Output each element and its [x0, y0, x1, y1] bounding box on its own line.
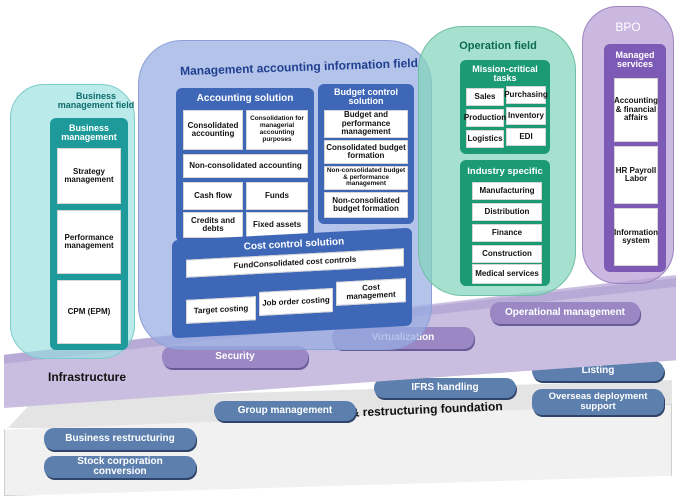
industry-item-distribution: Distribution — [472, 203, 542, 221]
budget-item-nonconsolidated-formation: Non-consolidated budget formation — [324, 192, 408, 218]
accounting-item-credits-debts: Credits and debts — [183, 212, 243, 238]
accounting-item-consolidated: Consolidated accounting — [183, 110, 243, 150]
bpo-title: BPO — [615, 20, 641, 34]
managed-services-title: Managed services — [615, 49, 655, 69]
accounting-item-non-consolidated: Non-consolidated accounting — [183, 154, 308, 178]
foundation-item-group-management: Group management — [214, 401, 356, 421]
industry-item-medical-services: Medical services — [472, 264, 542, 284]
bpo-item-information-system: Information system — [614, 208, 658, 266]
industry-item-manufacturing: Manufacturing — [472, 182, 542, 200]
bpo-item-accounting-financial: Accounting & financial affairs — [614, 78, 658, 142]
bpo-item-hr-payroll-labor: HR Payroll Labor — [614, 146, 658, 204]
accounting-item-funds: Funds — [246, 182, 308, 210]
mission-item-sales: Sales — [466, 88, 504, 106]
cost-item-cost-management: Cost management — [336, 278, 406, 306]
cost-item-target-costing: Target costing — [186, 296, 256, 324]
foundation-item-business-restructuring: Business restructuring — [44, 428, 196, 450]
business-field-title: Business management field — [57, 91, 135, 111]
business-panel-title: Business management — [61, 122, 117, 142]
infrastructure-item-security: Security — [162, 346, 308, 368]
industry-specific-title: Industry specific — [467, 166, 543, 178]
budget-item-consolidated-formation: Consolidated budget formation — [324, 140, 408, 164]
accounting-item-consolidation-managerial: Consolidation for managerial accounting … — [246, 110, 308, 150]
infrastructure-item-operational-management: Operational management — [490, 302, 640, 324]
budget-item-budget-performance: Budget and performance management — [324, 110, 408, 138]
mission-critical-title: Mission-critical tasks — [472, 63, 538, 83]
business-item-performance-management: Performance management — [57, 210, 121, 274]
accounting-item-cash-flow: Cash flow — [183, 182, 243, 210]
accounting-solution-title: Accounting solution — [196, 92, 294, 104]
mission-item-purchasing: Purchasing — [504, 86, 548, 104]
operation-field-title: Operation field — [459, 40, 537, 52]
mission-item-edi: EDI — [506, 128, 546, 146]
budget-item-nonconsolidated-performance: Non-consolidated budget & performance ma… — [324, 166, 408, 190]
industry-item-finance: Finance — [472, 224, 542, 242]
foundation-item-stock-corporation-conversion: Stock corporation conversion — [44, 456, 196, 478]
cost-item-job-order-costing: Job order costing — [259, 288, 333, 316]
mission-item-logistics: Logistics — [466, 130, 504, 148]
foundation-item-overseas-deployment-support: Overseas deployment support — [532, 389, 664, 415]
mission-item-production: Production — [464, 109, 506, 127]
budget-control-title: Budget control solution — [334, 86, 398, 106]
business-item-strategy-management: Strategy management — [57, 148, 121, 204]
business-item-cpm: CPM (EPM) — [57, 280, 121, 344]
foundation-item-ifrs-handling: IFRS handling — [374, 378, 516, 398]
infrastructure-title: Infrastructure — [48, 370, 127, 384]
mission-item-inventory: Inventory — [506, 107, 546, 125]
industry-item-construction: Construction — [472, 245, 542, 263]
